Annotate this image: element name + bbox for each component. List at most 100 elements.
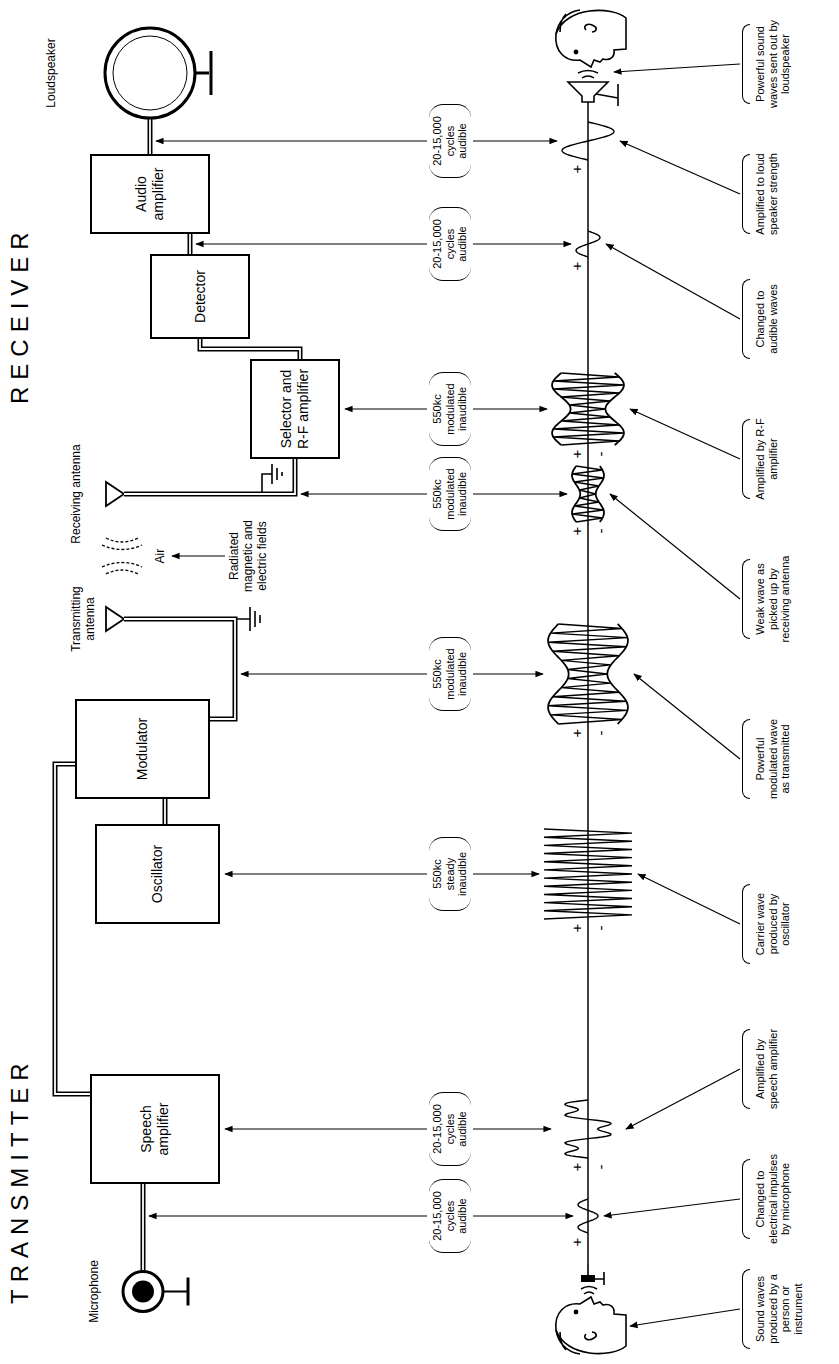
- pointer-arrow: [345, 408, 427, 409]
- polarity-sign: -: [593, 529, 608, 534]
- speaker-cone: [568, 71, 618, 107]
- frequency-label: 550kc modulated inaudible: [429, 457, 471, 531]
- pointer-arrow: [473, 140, 557, 141]
- wire-core: [189, 234, 191, 254]
- waveform: [548, 624, 627, 724]
- waveform: [562, 122, 614, 160]
- head-outline: [556, 10, 626, 67]
- amplifier-box: Audio amplifier: [90, 154, 210, 234]
- polarity-sign: -: [593, 452, 608, 457]
- waveform: [544, 829, 632, 919]
- frequency-label: 550kc modulated inaudible: [429, 372, 471, 446]
- block-label: Speech amplifier: [138, 1082, 172, 1176]
- radiation-arc: [106, 570, 138, 574]
- eye: [574, 50, 577, 53]
- cone-stand: [596, 84, 618, 106]
- modulator-box: Modulator: [75, 699, 210, 799]
- wire-connector: [141, 1184, 146, 1241]
- waveform: [553, 373, 624, 445]
- pointer-arrow: [156, 140, 427, 141]
- stage-caption: Sound waves produced by a person or inst…: [742, 1263, 805, 1355]
- antenna: Transmitting antenna: [70, 569, 210, 669]
- antenna-top: [106, 482, 124, 506]
- waveform: [576, 231, 600, 257]
- envelope-curve: [572, 466, 580, 522]
- wire-stub: [124, 492, 210, 497]
- wire-connector: [55, 764, 90, 1094]
- radiation-arc: [106, 538, 138, 542]
- wire-connector: [188, 234, 193, 254]
- frequency-label: 20-15,000 cycles audible: [429, 207, 471, 281]
- wire-core: [124, 618, 210, 620]
- polarity-sign: +: [569, 450, 584, 459]
- wire-core: [142, 1241, 144, 1272]
- leader-arrow: [172, 555, 225, 556]
- microphone-stand: [163, 1291, 187, 1293]
- envelope-curve: [552, 373, 570, 445]
- frequency-label: 20-15,000 cycles audible: [429, 1179, 471, 1253]
- microphone: Microphone: [88, 1241, 193, 1342]
- leader-arrow: [638, 874, 740, 924]
- medium-label: Air: [153, 549, 167, 564]
- leader-arrow: [634, 674, 740, 759]
- wire-core: [210, 459, 295, 494]
- polarity-sign: +: [569, 1238, 584, 1247]
- leader-arrow: [630, 1309, 740, 1326]
- stage-caption: Amplified by speech amplifier: [742, 1023, 779, 1115]
- sound-arcs: [578, 71, 598, 79]
- waveform: [578, 1199, 598, 1233]
- component-label: Receiving antenna: [70, 444, 84, 544]
- block-label: Modulator: [134, 718, 151, 780]
- wire-stub: [148, 118, 153, 136]
- pointer-arrow: [473, 243, 571, 244]
- microphone-base: [187, 1278, 190, 1306]
- frequency-label: 20-15,000 cycles audible: [429, 104, 471, 178]
- hair: [556, 1330, 580, 1354]
- polarity-sign: -: [593, 926, 608, 931]
- pointer-arrow: [225, 1128, 427, 1129]
- leader-arrow: [614, 64, 740, 72]
- wire-core: [149, 136, 151, 154]
- leader-arrow: [606, 244, 740, 319]
- block-label: Oscillator: [149, 845, 166, 903]
- wire-core: [124, 493, 210, 495]
- pointer-arrow: [149, 1215, 427, 1216]
- wire-core: [55, 764, 90, 1094]
- speaker-rim: [105, 28, 195, 118]
- microphone-ring: [123, 1272, 163, 1312]
- stage-caption: Changed to electrical impulses by microp…: [742, 1153, 792, 1245]
- polarity-sign: -: [593, 1165, 608, 1170]
- selector-box: Selector and R-F amplifier: [250, 359, 340, 459]
- block-label: Detector: [192, 270, 209, 323]
- detector-box: Detector: [150, 254, 250, 339]
- wire-connector: [148, 136, 153, 154]
- listener-person: [556, 10, 626, 67]
- waveform: [565, 1100, 611, 1158]
- leader-arrow: [630, 409, 740, 459]
- waveform: [572, 466, 603, 522]
- envelope-curve: [596, 466, 604, 522]
- microphone-symbol: [88, 1241, 193, 1342]
- wire-connector: [200, 339, 300, 359]
- ear: [585, 1332, 596, 1340]
- leader-arrow: [626, 1069, 740, 1129]
- pointer-arrow: [241, 673, 427, 674]
- wire-core: [200, 339, 300, 359]
- ground-symbol: [262, 464, 282, 494]
- wire-core: [142, 1184, 144, 1241]
- polarity-sign: +: [569, 729, 584, 738]
- polarity-sign: +: [569, 924, 584, 933]
- microphone-face: [132, 1281, 154, 1303]
- speaker-base: [210, 51, 213, 95]
- speaker-stand: [195, 72, 209, 75]
- polarity-sign: +: [569, 1163, 584, 1172]
- wire-connector: [163, 799, 168, 824]
- small-microphone: [581, 1264, 604, 1285]
- stage-caption: Carrier wave produced by oscillator: [742, 878, 792, 970]
- polarity-sign: +: [569, 262, 584, 271]
- loudspeaker-symbol: [45, 10, 215, 136]
- polarity-sign: +: [569, 527, 584, 536]
- pointer-arrow: [196, 243, 427, 244]
- stage-caption: Amplified by R-F amplifier: [742, 413, 779, 505]
- envelope-curve: [605, 373, 623, 445]
